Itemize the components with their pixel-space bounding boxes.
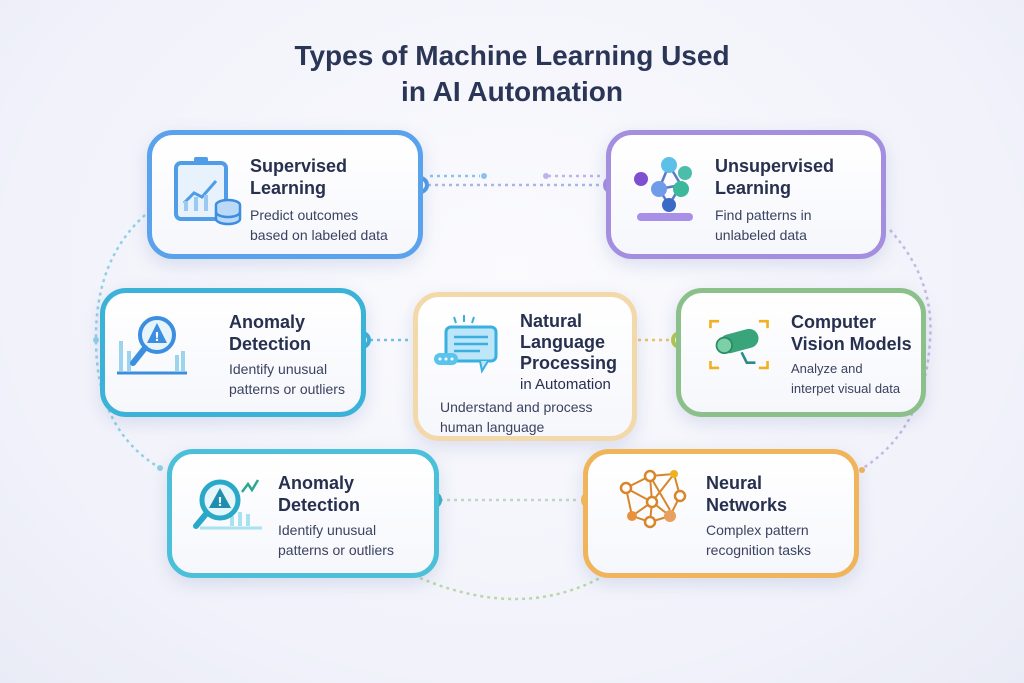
cluster-nodes-icon bbox=[634, 157, 693, 221]
text-line: Unsupervised bbox=[715, 156, 835, 176]
text-line: Processing bbox=[520, 353, 618, 373]
connector-left-arc bbox=[94, 214, 161, 470]
text-line: Predict outcomes bbox=[250, 207, 359, 223]
card-description: Complex pattern recognition tasks bbox=[706, 520, 811, 560]
text-line: Anomaly bbox=[278, 473, 355, 493]
text-line: Analyze and bbox=[791, 361, 863, 376]
text-line: Understand and process bbox=[440, 399, 593, 415]
text-line: Identify unusual bbox=[229, 361, 328, 377]
text-line: in Automation bbox=[520, 376, 611, 393]
card-description: Understand and process human language bbox=[440, 397, 593, 437]
text-line: based on labeled data bbox=[250, 227, 388, 243]
card-description: Analyze and interpet visual data bbox=[791, 359, 900, 399]
magnifier-warning-icon: ! bbox=[193, 479, 262, 530]
text-line: Detection bbox=[278, 495, 361, 515]
text-line: patterns or outliers bbox=[278, 542, 394, 558]
text-line: patterns or outliers bbox=[229, 381, 345, 397]
svg-text:!: ! bbox=[217, 495, 222, 509]
text-line: Complex pattern bbox=[706, 522, 809, 538]
svg-text:!: ! bbox=[154, 330, 159, 344]
text-line: Find patterns in bbox=[715, 207, 812, 223]
text-line: Anomaly bbox=[229, 312, 306, 332]
chart-database-icon bbox=[174, 157, 242, 226]
card-description: Find patterns in unlabeled data bbox=[715, 205, 812, 245]
text-line: Neural bbox=[706, 473, 763, 493]
text-line: Language bbox=[520, 332, 606, 352]
text-line: Computer bbox=[791, 312, 876, 332]
neural-network-icon bbox=[619, 469, 687, 529]
card-description: Predict outcomes based on labeled data bbox=[250, 205, 388, 245]
text-line: Vision Models bbox=[791, 334, 912, 354]
text-line: Learning bbox=[250, 178, 327, 198]
card-description: Identify unusual patterns or outliers bbox=[278, 520, 394, 560]
text-line: unlabeled data bbox=[715, 227, 807, 243]
text-line: Natural bbox=[520, 311, 583, 331]
text-line: Networks bbox=[706, 495, 788, 515]
text-line: Supervised bbox=[250, 156, 348, 176]
text-line: recognition tasks bbox=[706, 542, 812, 558]
text-line: Detection bbox=[229, 334, 312, 354]
page-title: Types of Machine Learning Used in AI Aut… bbox=[0, 38, 1024, 110]
title-line-2: in AI Automation bbox=[401, 76, 623, 107]
text-line: human language bbox=[440, 419, 545, 435]
magnifier-warning-icon: ! bbox=[117, 316, 187, 375]
chat-bubbles-icon bbox=[434, 315, 498, 374]
card-description: Identify unusual patterns or outliers bbox=[229, 359, 345, 399]
text-line: interpet visual data bbox=[791, 381, 901, 396]
text-line: Identify unusual bbox=[278, 522, 377, 538]
camera-icon bbox=[709, 319, 769, 370]
connector-right-arc bbox=[859, 229, 932, 472]
connector-bottom-arc bbox=[419, 576, 601, 601]
text-line: Learning bbox=[715, 178, 792, 198]
title-line-1: Types of Machine Learning Used bbox=[294, 40, 730, 71]
